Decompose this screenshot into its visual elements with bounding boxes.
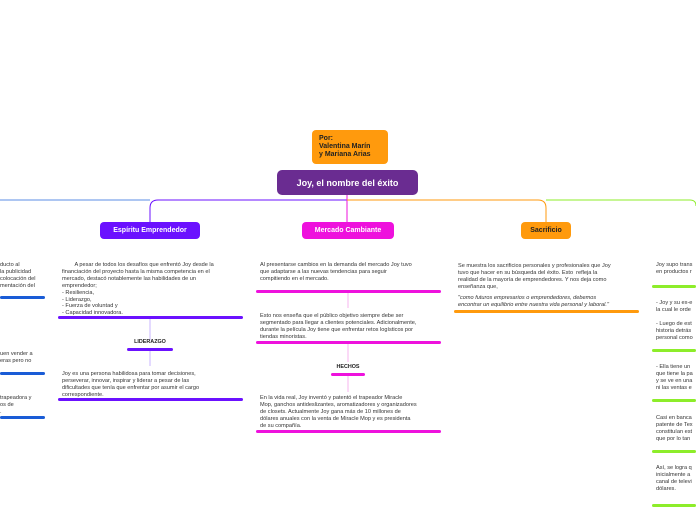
emprendedor-text-1[interactable]: A pesar de todos los desafíos que enfren… (62, 262, 214, 317)
emprendedor-underline-2 (58, 398, 243, 401)
emprendedor-underline-1 (58, 316, 243, 319)
branch-sacrificio[interactable]: Sacrificio (521, 222, 571, 239)
mercado-text-1[interactable]: Al presentarse cambios en la demanda del… (260, 262, 412, 282)
left-fragment-3[interactable]: trapeadora y os de . (0, 395, 32, 415)
right-underline-4 (652, 450, 696, 453)
sacrificio-underline (454, 310, 639, 313)
right-fragment-3[interactable]: - Ella tiene un que tiene la pa y se ve … (656, 364, 693, 391)
branch-espiritu-emprendedor[interactable]: Espíritu Emprendedor (100, 222, 200, 239)
liderazgo-underline (127, 348, 173, 351)
right-underline-2 (652, 349, 696, 352)
left-fragment-1[interactable]: ducto al la publicidad colocación del me… (0, 262, 36, 289)
right-fragment-1[interactable]: Joy supo trans en productos r (656, 262, 693, 275)
emprendedor-text-2[interactable]: Joy es una persona habilidosa para tomar… (62, 371, 200, 398)
right-fragment-4[interactable]: Casi en banca patente de Tex constituían… (656, 415, 693, 442)
sacrificio-quote[interactable]: "como futuros empresarios o emprendedore… (458, 295, 609, 308)
connector-right (546, 199, 696, 207)
left-underline-2 (0, 372, 45, 375)
hechos-underline (331, 373, 365, 376)
right-underline-1 (652, 285, 696, 288)
liderazgo-label[interactable]: LIDERAZGO (134, 339, 166, 345)
mercado-underline-3 (256, 430, 441, 433)
connector-emprendedor (149, 195, 348, 222)
right-fragment-2[interactable]: - Joy y su ex-e la cual le orde - Luego … (656, 300, 693, 341)
mercado-text-3[interactable]: En la vida real, Joy inventó y patentó e… (260, 395, 417, 429)
branch-mercado-cambiante[interactable]: Mercado Cambiante (302, 222, 394, 239)
left-underline-3 (0, 416, 45, 419)
mercado-text-2[interactable]: Esto nos enseña que el público objetivo … (260, 313, 417, 340)
left-underline-1 (0, 296, 45, 299)
right-underline-3 (652, 399, 696, 402)
hechos-label[interactable]: HECHOS (336, 364, 360, 370)
right-fragment-5[interactable]: Así, se logra q inicialmente a canal de … (656, 465, 692, 492)
central-topic[interactable]: Joy, el nombre del éxito (277, 170, 418, 195)
sacrificio-text[interactable]: Se muestra los sacrificios personales y … (458, 263, 611, 290)
connector-sacrificio (347, 199, 547, 222)
left-fragment-2[interactable]: uen vender a eras pero no (0, 351, 33, 364)
mercado-underline-1 (256, 290, 441, 293)
author-node[interactable]: Por: Valentina Marín y Mariana Arias (312, 130, 388, 164)
mercado-underline-2 (256, 341, 441, 344)
right-underline-5 (652, 504, 696, 507)
